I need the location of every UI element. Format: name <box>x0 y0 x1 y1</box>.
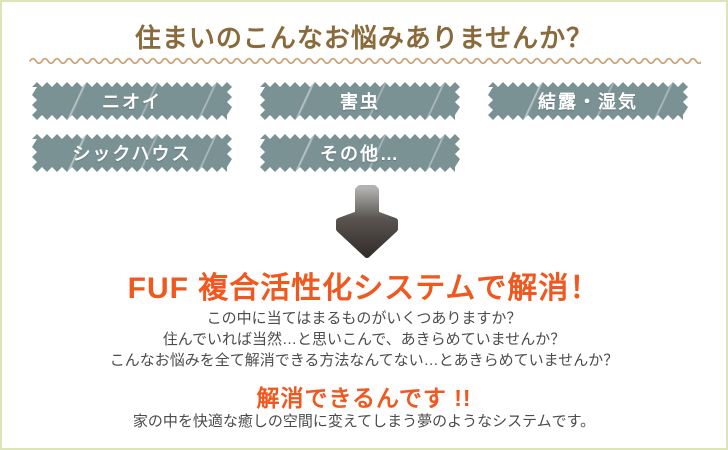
wavy-divider-path <box>29 57 703 65</box>
problem-badges-row-1: ニオイ 害虫 結露・湿気 <box>32 82 688 120</box>
problem-badges-row-2: シックハウス その他… <box>32 134 460 172</box>
problem-badge-label: その他… <box>320 144 400 164</box>
problem-badge-sick-house: シックハウス <box>32 134 232 172</box>
body-line: 住んでいれば当然…と思いこんで、あきらめていませんか？ <box>162 331 566 348</box>
wavy-divider <box>29 53 703 65</box>
problem-badge-label: 結露・湿気 <box>538 92 638 112</box>
body-line: こんなお悩みを全て解消できる方法なんてない…とあきらめていませんか？ <box>109 352 619 369</box>
problem-badge-label: シックハウス <box>72 144 192 164</box>
emphasis-text: 解消できるんです !! <box>256 385 472 411</box>
body-line: この中に当てはまるものがいくつありますか？ <box>206 310 522 327</box>
problem-badge-condensation-humidity: 結露・湿気 <box>488 82 688 120</box>
solution-heading: FUF 複合活性化システムで解消！ <box>127 272 601 305</box>
problem-badge-pests: 害虫 <box>260 82 460 120</box>
solution-body: この中に当てはまるものがいくつありますか？ 住んでいれば当然…と思いこんで、あき… <box>2 308 726 371</box>
problem-badge-odor: ニオイ <box>32 82 232 120</box>
down-arrow-icon <box>334 184 400 260</box>
problem-badge-others: その他… <box>260 134 460 172</box>
closing-text: 家の中を快適な癒しの空間に変えてしまう夢のようなシステムです。 <box>132 413 596 430</box>
problem-badge-label: 害虫 <box>340 92 380 112</box>
page-title: 住まいのこんなお悩みありませんか？ <box>134 23 594 53</box>
problem-badge-label: ニオイ <box>102 92 162 112</box>
